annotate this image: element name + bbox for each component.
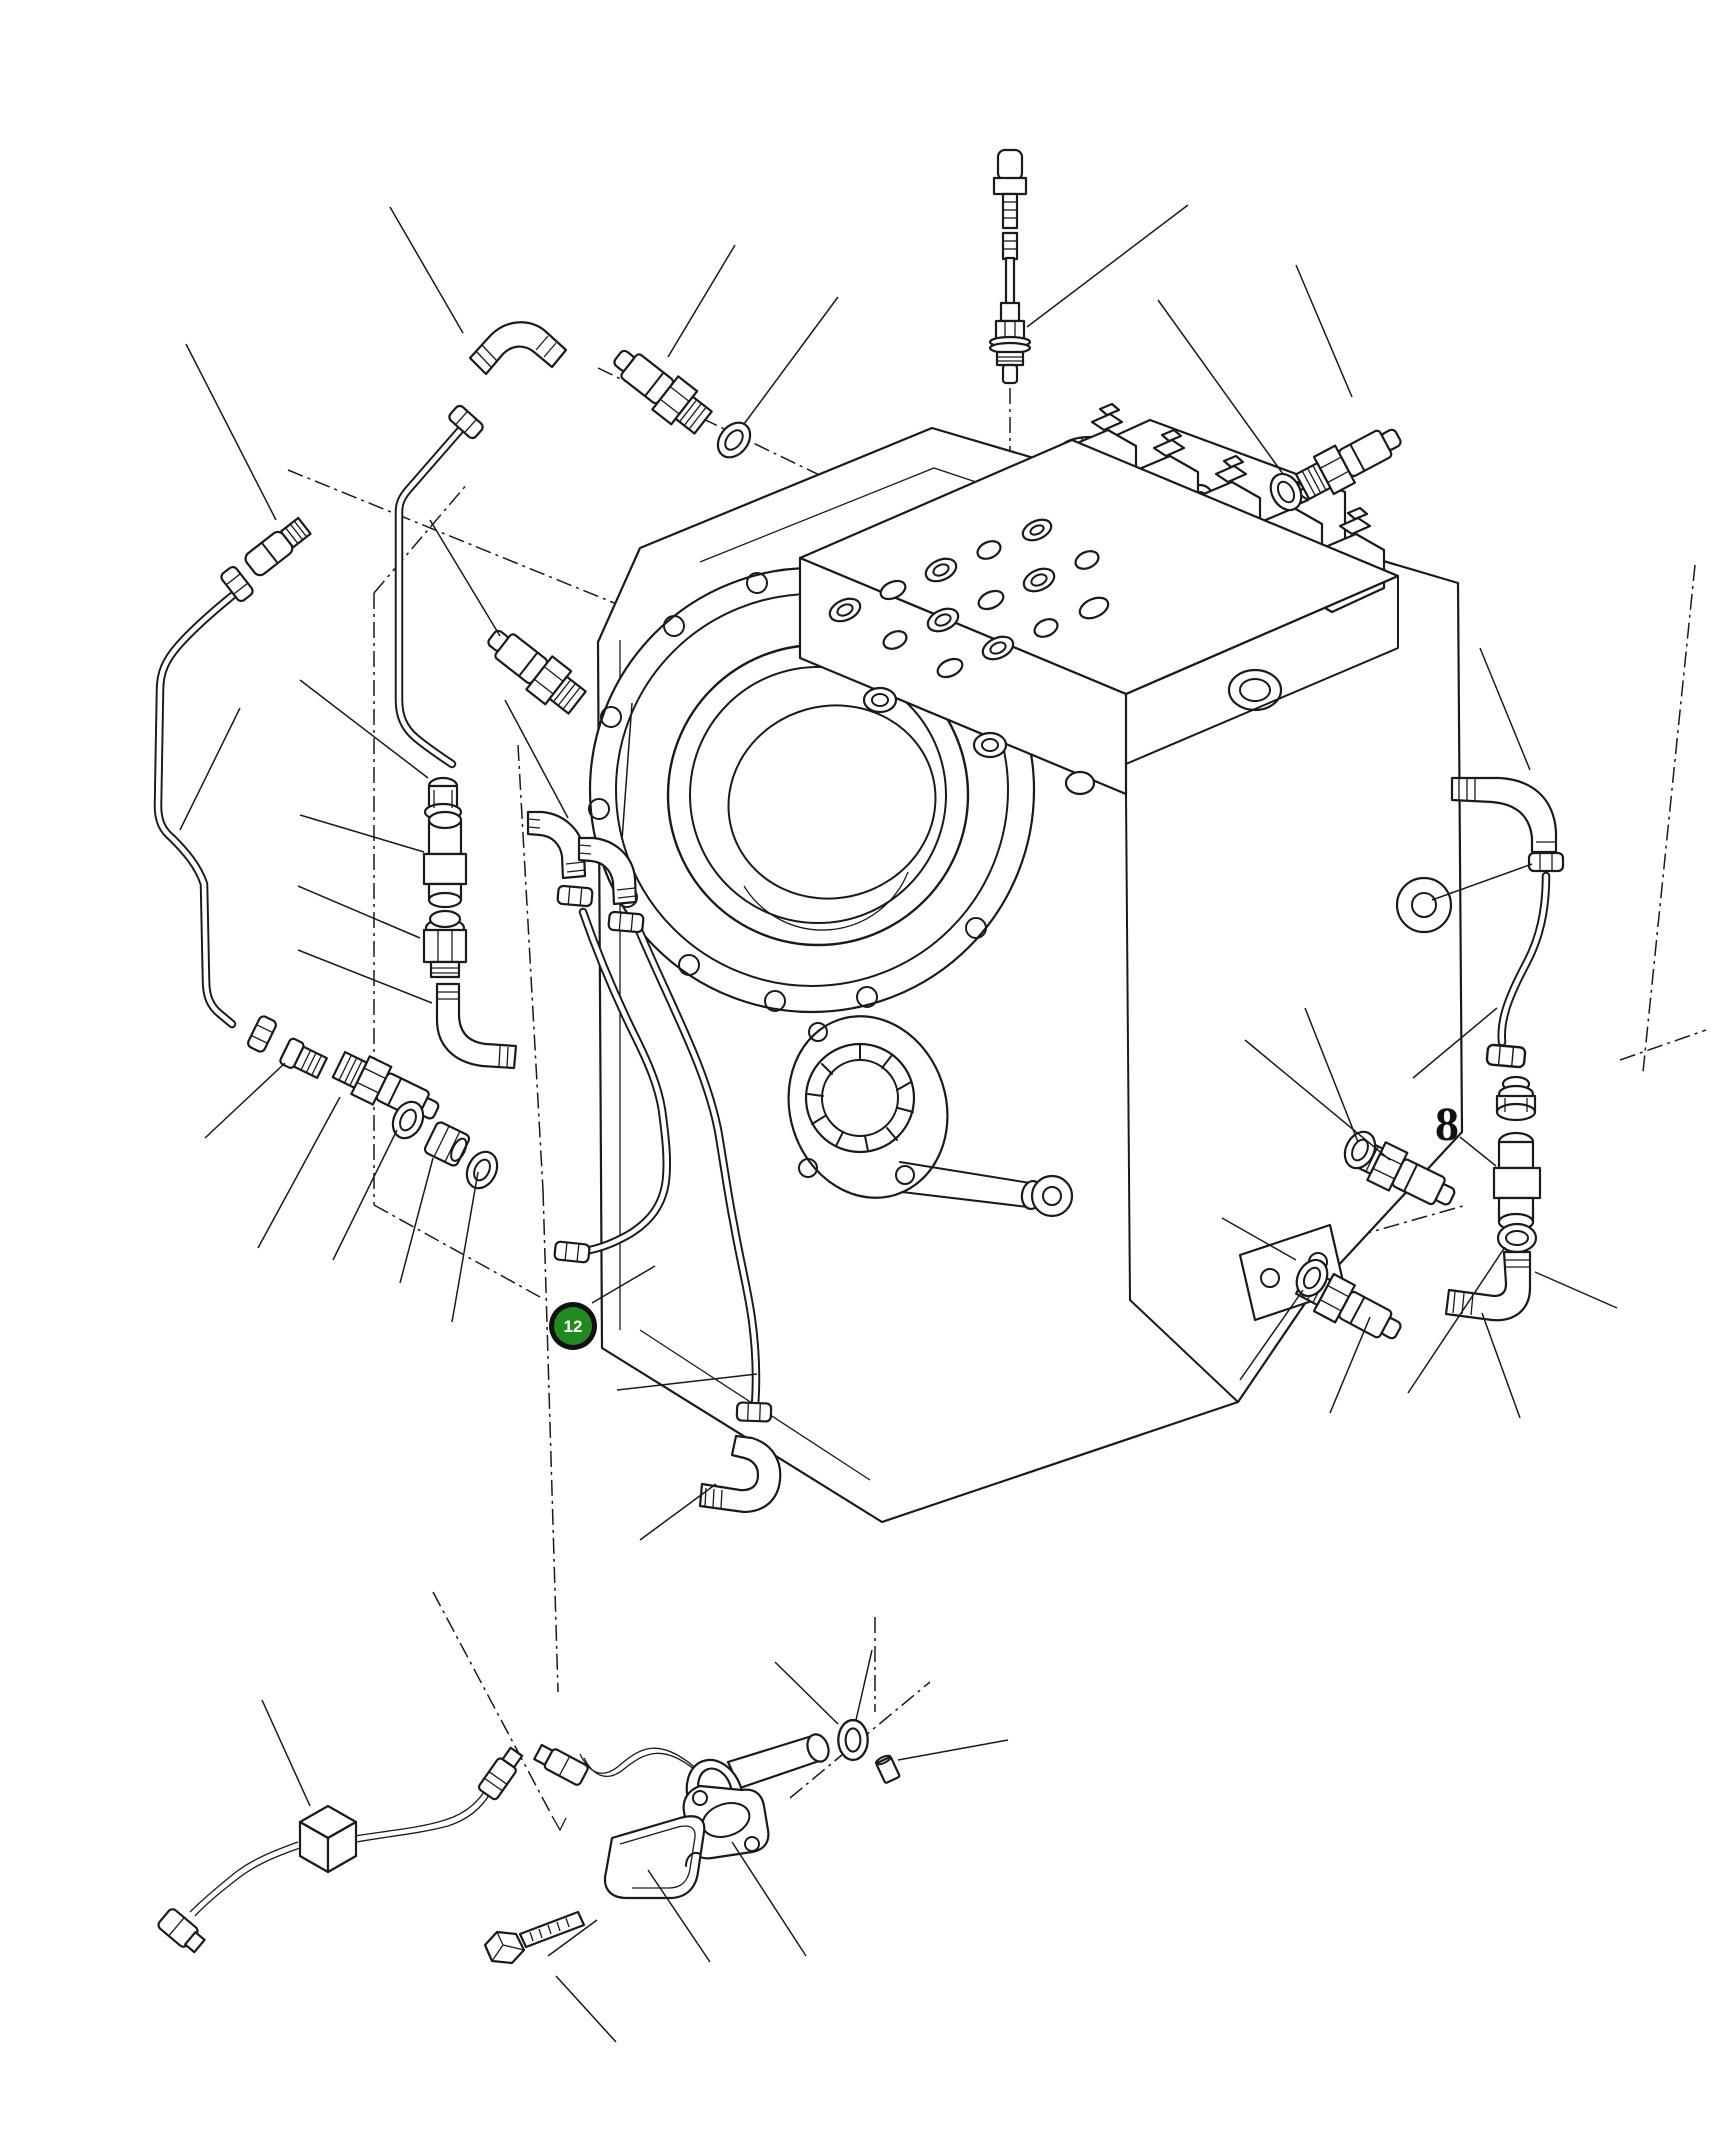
sensor-cover — [603, 1815, 706, 1900]
right-tube-assembly — [1444, 776, 1565, 1322]
seal-ring — [710, 415, 758, 465]
flare-fitting — [423, 776, 463, 822]
gasket — [682, 1784, 770, 1860]
steel-tube — [1497, 871, 1551, 1047]
harness-plug — [477, 1746, 524, 1801]
badge-label: 12 — [564, 1317, 583, 1336]
flange-bolt-holes — [588, 572, 987, 1012]
elbow-fitting — [1450, 776, 1558, 854]
selector-shaft — [899, 1161, 1074, 1218]
o-ring — [459, 1145, 505, 1195]
hex-nut — [245, 1013, 279, 1055]
straight-fitting — [241, 514, 314, 580]
adapter-sleeve — [1492, 1131, 1542, 1232]
tube-nut — [1485, 1043, 1527, 1069]
part-number-label-8[interactable]: 8 — [1435, 1098, 1459, 1151]
hex-bolt — [483, 1910, 586, 1965]
roll-pin — [874, 1754, 901, 1784]
tube-nut — [553, 1240, 591, 1264]
hex-nut — [1527, 851, 1565, 873]
pressure-sensor — [477, 618, 592, 721]
pipe — [394, 423, 467, 769]
temperature-probe-sensor — [988, 148, 1032, 385]
leader-lines — [179, 204, 1618, 2043]
pressure-sensor — [603, 338, 718, 441]
o-ring — [837, 1718, 869, 1762]
threaded-plug — [277, 1036, 330, 1082]
junction-box — [298, 1804, 358, 1874]
tube-nut — [556, 884, 594, 908]
elbow-fitting — [468, 321, 568, 376]
elbow-fitting — [698, 1434, 782, 1514]
wire-connector — [533, 1743, 589, 1786]
elbow-fitting — [435, 982, 518, 1070]
phantom-arrowhead — [551, 1815, 567, 1832]
tube-nut — [607, 910, 645, 934]
pressure-sensor — [1291, 416, 1409, 507]
elbow-fitting — [1444, 1250, 1532, 1322]
elbow-fitting — [526, 810, 587, 880]
hex-plug — [1227, 668, 1283, 712]
center-tube-assembly — [526, 810, 782, 1514]
pressure-sensor — [328, 1044, 447, 1132]
tube-nut — [735, 1401, 773, 1423]
left-sensor-row — [245, 1013, 505, 1195]
flare-fitting — [1495, 1075, 1537, 1122]
control-valve-block — [798, 402, 1400, 796]
speed-sensor-assembly — [533, 1718, 901, 1900]
hex-union — [423, 1121, 471, 1167]
oil-pump-flange — [787, 1015, 949, 1199]
left-fitting-stack — [422, 776, 518, 1070]
side-boss — [1395, 876, 1453, 934]
transmission-housing — [588, 426, 1464, 1524]
left-pipe-assembly — [153, 321, 568, 1029]
badge-fill — [554, 1307, 592, 1345]
adapter-sleeve — [422, 810, 468, 909]
hex-fitting — [422, 909, 468, 979]
valve-block-ports — [828, 518, 1110, 796]
wiring-harness — [157, 1746, 524, 1954]
harness-connector — [157, 1908, 206, 1954]
part-marker-12[interactable]: 12 — [549, 1302, 597, 1350]
